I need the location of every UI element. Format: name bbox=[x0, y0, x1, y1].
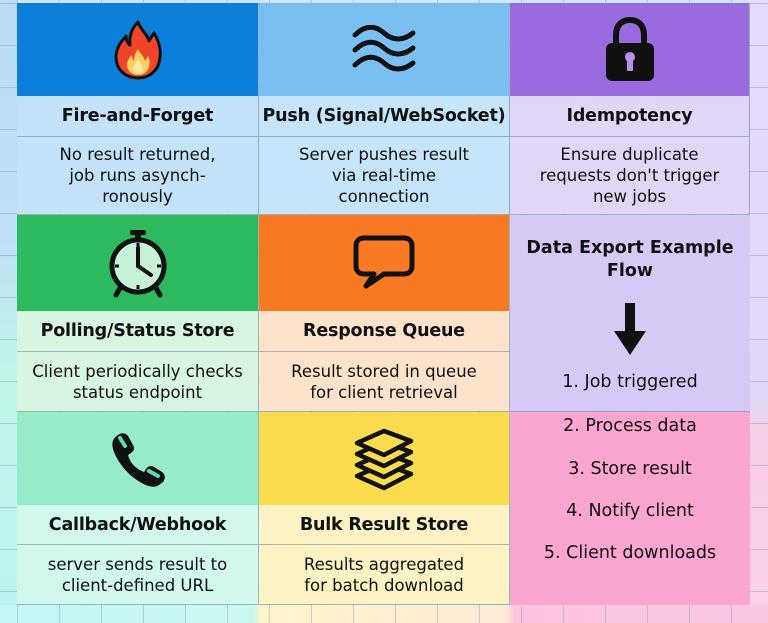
card-title: Response Queue bbox=[259, 311, 509, 352]
flow-step: 5. Client downloads bbox=[543, 543, 717, 563]
card-description: Client periodically checks status endpoi… bbox=[17, 352, 258, 411]
arrow-down-icon bbox=[614, 303, 646, 357]
card-bulk-result-store: Bulk Result Store Results aggregated for… bbox=[259, 412, 510, 605]
card-icon-band bbox=[17, 215, 258, 311]
background-left-strip bbox=[0, 0, 17, 623]
card-icon-band bbox=[17, 3, 258, 96]
flow-title: Data Export Example Flow bbox=[526, 238, 734, 281]
card-description: Result stored in queue for client retrie… bbox=[259, 352, 509, 411]
waves-icon bbox=[351, 24, 417, 75]
background-right-strip bbox=[750, 0, 768, 623]
card-title: Bulk Result Store bbox=[259, 505, 509, 545]
alarm-clock-icon bbox=[106, 228, 170, 298]
phone-icon bbox=[108, 429, 168, 489]
card-response-queue: Response Queue Result stored in queue fo… bbox=[259, 215, 510, 412]
layers-icon bbox=[351, 426, 417, 492]
card-title: Push (Signal/WebSocket) bbox=[259, 96, 509, 137]
flow-step: 4. Notify client bbox=[566, 501, 694, 521]
card-title: Fire-and-Forget bbox=[17, 96, 258, 137]
speech-bubble-icon bbox=[352, 234, 416, 292]
flow-step: 1. Job triggered bbox=[562, 372, 698, 392]
card-icon-band bbox=[510, 3, 749, 96]
card-description: server sends result to client-defined UR… bbox=[17, 545, 258, 604]
card-description: No result returned, job runs asynch- ron… bbox=[17, 137, 258, 214]
flow-bottom-section bbox=[510, 412, 750, 605]
patterns-grid: Fire-and-Forget No result returned, job … bbox=[17, 3, 750, 605]
fire-icon bbox=[113, 19, 163, 81]
card-idempotency: Idempotency Ensure duplicate requests do… bbox=[510, 3, 750, 215]
data-export-flow: Data Export Example Flow 1. Job triggere… bbox=[510, 215, 750, 605]
lock-icon bbox=[604, 16, 656, 83]
card-title: Idempotency bbox=[510, 96, 749, 137]
card-description: Ensure duplicate requests don't trigger … bbox=[510, 137, 749, 214]
card-title: Polling/Status Store bbox=[17, 311, 258, 352]
card-icon-band bbox=[259, 412, 509, 505]
card-icon-band bbox=[17, 412, 258, 505]
card-polling: Polling/Status Store Client periodically… bbox=[17, 215, 259, 412]
flow-step: 3. Store result bbox=[568, 459, 692, 479]
card-callback: Callback/Webhook server sends result to … bbox=[17, 412, 259, 605]
background-bottom-strip bbox=[0, 605, 768, 623]
card-description: Results aggregated for batch download bbox=[259, 545, 509, 604]
card-icon-band bbox=[259, 215, 509, 311]
card-description: Server pushes result via real-time conne… bbox=[259, 137, 509, 214]
card-title: Callback/Webhook bbox=[17, 505, 258, 545]
flow-step: 2. Process data bbox=[563, 416, 697, 436]
card-push: Push (Signal/WebSocket) Server pushes re… bbox=[259, 3, 510, 215]
card-icon-band bbox=[259, 3, 509, 96]
card-fire-and-forget: Fire-and-Forget No result returned, job … bbox=[17, 3, 259, 215]
